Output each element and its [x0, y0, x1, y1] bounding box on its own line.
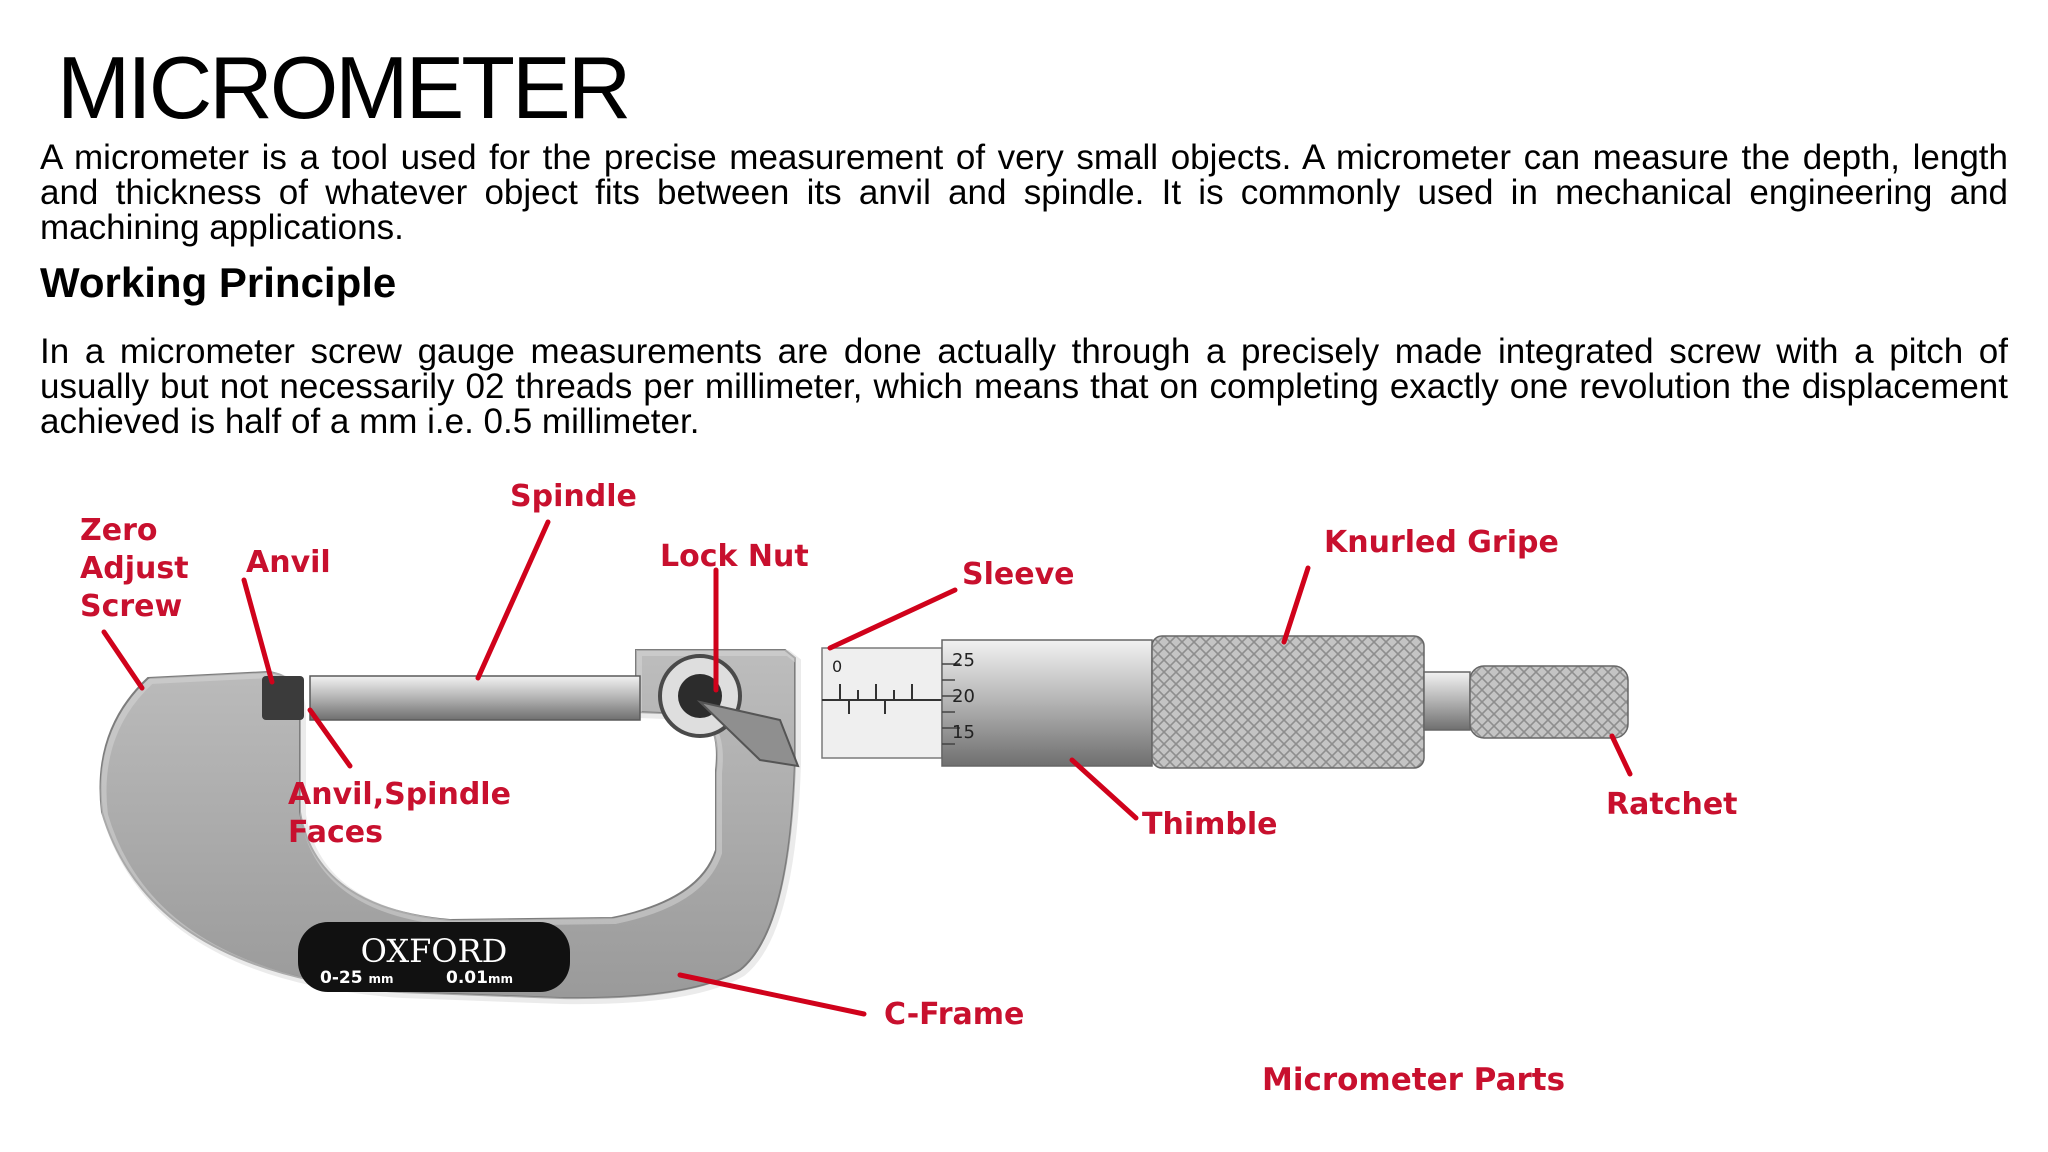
intro-paragraph: A micrometer is a tool used for the prec… — [40, 138, 2008, 247]
badge-range: 0-25 — [320, 968, 363, 988]
section-heading: Working Principle — [40, 259, 397, 306]
ratchet — [1469, 665, 1629, 739]
sleeve — [821, 647, 943, 759]
label-zero-adjust-screw-2: Adjust — [80, 551, 189, 586]
label-ratchet: Ratchet — [1606, 787, 1738, 822]
page-title: MICROMETER — [57, 38, 631, 137]
label-anvil: Anvil — [246, 545, 331, 580]
knurled-grip — [1151, 635, 1425, 769]
label-lock-nut: Lock Nut — [660, 539, 809, 574]
label-c-frame: C-Frame — [884, 997, 1024, 1032]
label-spindle: Spindle — [510, 479, 637, 514]
leader-lines — [101, 519, 1633, 1017]
thimble — [941, 639, 1153, 767]
label-anvil-spindle-faces-1: Anvil,Spindle — [288, 777, 511, 812]
brand-badge — [298, 922, 570, 992]
badge-brand: OXFORD — [361, 932, 508, 970]
thimble-scale-15: 15 — [952, 722, 975, 743]
badge-resolution: 0.01 — [446, 968, 488, 988]
label-anvil-spindle-faces-2: Faces — [288, 815, 383, 850]
badge-resolution-unit: mm — [488, 972, 513, 986]
spindle — [309, 675, 641, 721]
sleeve-zero: 0 — [832, 657, 842, 676]
badge-range-unit: mm — [368, 972, 393, 986]
micrometer-diagram: 0 25 20 15 OXFORD 0-25 mm 0.01mm Zero Ad… — [80, 479, 1738, 1098]
label-thimble: Thimble — [1142, 807, 1277, 842]
svg-text:0-25 mm: 0-25 mm — [320, 968, 393, 988]
svg-text:0.01mm: 0.01mm — [446, 968, 513, 988]
label-zero-adjust-screw-1: Zero — [80, 513, 158, 548]
label-sleeve: Sleeve — [962, 557, 1075, 592]
principle-paragraph: In a micrometer screw gauge measurements… — [40, 332, 2008, 441]
label-knurled-gripe: Knurled Gripe — [1324, 525, 1559, 560]
label-zero-adjust-screw-3: Screw — [80, 589, 182, 624]
figure-caption: Micrometer Parts — [1262, 1062, 1565, 1098]
anvil — [262, 676, 304, 720]
thimble-scale-20: 20 — [952, 686, 975, 707]
thimble-scale-25: 25 — [952, 650, 975, 671]
